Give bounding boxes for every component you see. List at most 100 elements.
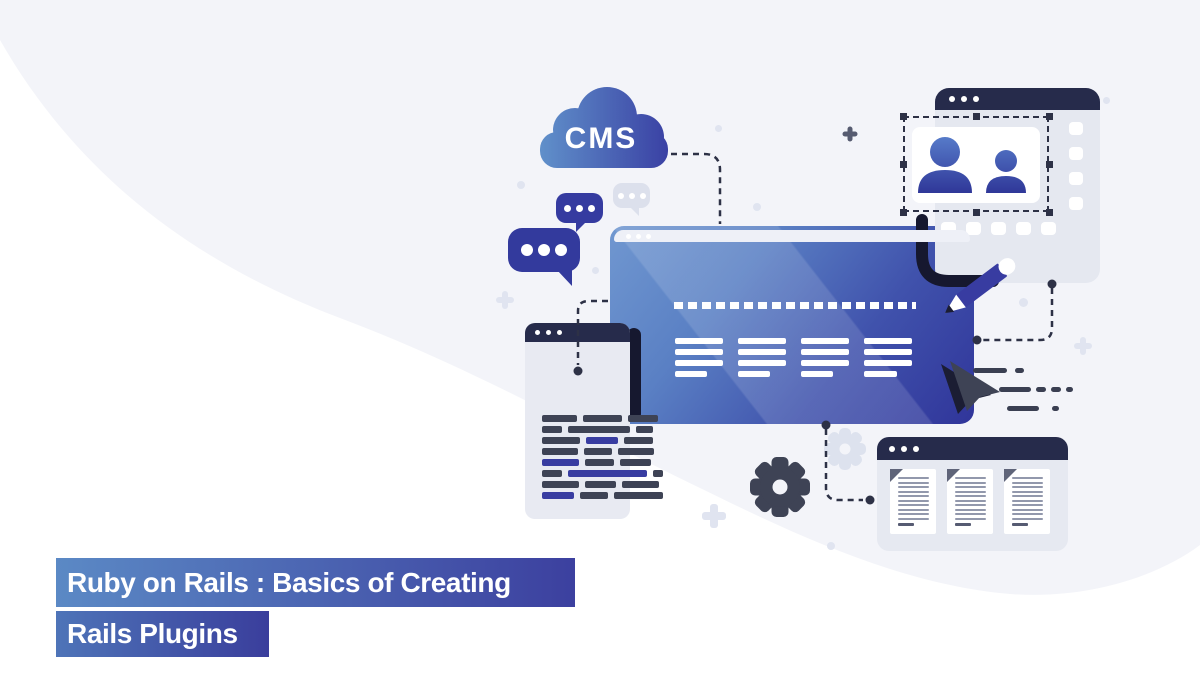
window-control-dot — [546, 330, 551, 335]
selection-handle — [1045, 160, 1053, 168]
browser-window — [610, 226, 974, 424]
title-text-line1: Ruby on Rails : Basics of Creating — [67, 566, 511, 598]
motion-line — [973, 368, 1007, 373]
text-line — [801, 371, 833, 377]
window-control-dot — [557, 330, 562, 335]
cms-cloud-label: CMS — [565, 122, 638, 155]
motion-line — [1007, 406, 1039, 411]
cursor-arrow — [950, 361, 1000, 411]
code-token — [584, 448, 612, 455]
window-control-dot — [973, 96, 979, 102]
code-token — [622, 481, 659, 488]
code-token — [542, 426, 562, 433]
window-control-dot — [636, 233, 641, 239]
document-line — [955, 486, 986, 488]
document-cards — [890, 469, 1050, 534]
code-line — [542, 492, 663, 499]
text-lines-column — [738, 338, 786, 377]
code-line — [542, 426, 663, 433]
text-lines-column — [675, 338, 723, 377]
window-control-dot — [889, 445, 895, 452]
code-token — [580, 492, 608, 499]
document-line — [1012, 495, 1043, 497]
toolbar-square — [1069, 172, 1083, 185]
chat-bubble-large — [508, 228, 580, 286]
code-token — [624, 437, 653, 444]
document-line — [1012, 490, 1043, 493]
document-line — [1012, 508, 1043, 511]
ghost-dot — [592, 267, 599, 274]
image-editor-titlebar — [935, 88, 1100, 110]
document-line — [955, 490, 986, 493]
text-line — [738, 338, 786, 344]
document-line — [1012, 499, 1043, 502]
document-line — [955, 504, 986, 506]
selection-handle — [972, 112, 980, 120]
document-line — [1012, 517, 1043, 520]
code-token — [542, 459, 579, 466]
text-lines-column — [864, 338, 912, 377]
code-token — [636, 426, 653, 433]
ghost-dot — [827, 542, 835, 550]
code-token — [568, 426, 630, 433]
selection-handle — [899, 160, 907, 168]
document-card — [890, 469, 936, 534]
documents-titlebar — [877, 437, 1068, 460]
toolbar-square — [1069, 147, 1083, 160]
code-token — [542, 437, 580, 444]
code-line — [542, 448, 663, 455]
window-control-dot — [949, 96, 955, 102]
document-lines — [955, 477, 986, 526]
selection-handle — [1045, 208, 1053, 216]
text-line — [864, 371, 897, 377]
motion-line — [1051, 387, 1061, 392]
document-line — [898, 486, 929, 488]
document-line-dark — [898, 523, 914, 526]
document-line — [1012, 477, 1043, 479]
selection-handle — [972, 208, 980, 216]
document-line — [898, 499, 929, 502]
code-token — [628, 415, 658, 422]
window-control-dot — [961, 96, 967, 102]
window-control-dot — [646, 233, 651, 239]
toolbar-square — [966, 222, 981, 235]
document-line-dark — [955, 523, 971, 526]
code-token — [568, 470, 647, 477]
toolbar-square — [991, 222, 1006, 235]
toolbar-square — [1041, 222, 1056, 235]
code-line — [542, 437, 663, 444]
avatar-head — [995, 150, 1017, 172]
window-control-dot — [535, 330, 540, 335]
document-line — [898, 513, 929, 515]
code-line — [542, 415, 663, 422]
code-token — [653, 470, 663, 477]
text-line — [801, 360, 849, 366]
motion-line — [999, 387, 1031, 392]
window-control-dot — [901, 445, 907, 452]
document-line — [1012, 481, 1043, 484]
document-line — [955, 477, 986, 479]
avatar-head — [930, 137, 960, 167]
motion-line — [1066, 387, 1073, 392]
code-line — [542, 470, 663, 477]
selection-handle — [1045, 112, 1053, 120]
code-token — [542, 415, 577, 422]
content-dashed-line — [674, 302, 916, 309]
window-control-dot — [913, 445, 919, 452]
ghost-dot — [1103, 97, 1110, 104]
text-line — [675, 371, 707, 377]
plus-icon-ghost — [1074, 337, 1092, 355]
document-line — [898, 517, 929, 520]
text-line — [738, 371, 770, 377]
document-line — [1012, 486, 1043, 488]
document-line — [898, 508, 929, 511]
plus-icon-ghost — [496, 291, 514, 309]
code-token — [542, 481, 579, 488]
document-lines — [898, 477, 929, 526]
code-token — [585, 459, 614, 466]
toolbar-square — [1069, 197, 1083, 210]
